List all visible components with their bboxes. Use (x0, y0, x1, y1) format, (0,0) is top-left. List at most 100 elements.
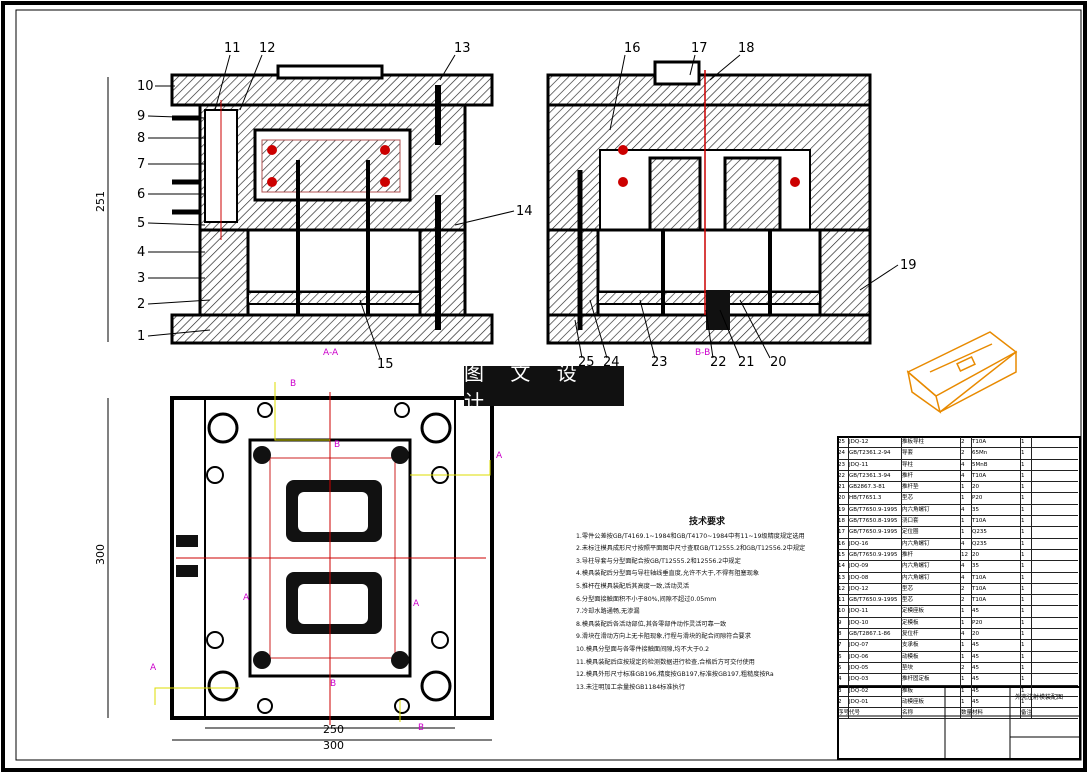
bom-cell: 23 (838, 459, 849, 470)
title-block-name: 外壳注射模装配图 (1015, 694, 1064, 701)
section-a-a-view (107, 64, 494, 345)
bom-cell: 动模板 (902, 651, 961, 662)
bom-cell: 1 (961, 685, 972, 696)
bom-cell: 21 (838, 482, 849, 493)
bom-cell: 22 (838, 470, 849, 482)
bom-cell: 1 (1021, 516, 1032, 527)
svg-text:5: 5 (137, 216, 145, 231)
bom-cell: 65Mn (972, 448, 1021, 459)
bom-cell: T10A (972, 516, 1021, 527)
bom-cell: 1 (961, 527, 972, 538)
bom-cell: 推杆 (902, 470, 961, 482)
bom-cell: JDQ-05 (849, 662, 902, 674)
svg-text:16: 16 (624, 41, 641, 56)
bom-cell: 1 (1021, 674, 1032, 685)
bom-cell: 1 (1021, 549, 1032, 561)
bom-cell: 3 (838, 685, 849, 696)
bom-cell: JDQ-10 (849, 617, 902, 629)
svg-text:23: 23 (651, 355, 668, 370)
plan-view (107, 382, 494, 741)
bom-cell: 45 (972, 606, 1021, 617)
bom-cell: 1 (1021, 595, 1032, 606)
bom-cell: GB/T7650.9-1995 (849, 527, 902, 538)
bom-cell: 1 (1021, 696, 1032, 708)
note-line: 3.导柱导套与分型面配合按GB/T12555.2和12556.2中规定 (576, 557, 741, 565)
svg-text:18: 18 (738, 41, 755, 56)
bom-cell: HB/T7651.3 (849, 493, 902, 504)
bom-cell: 45 (972, 662, 1021, 674)
bom-cell: GB2867.3-81 (849, 482, 902, 493)
bom-cell: 4 (961, 538, 972, 549)
bom-cell: 垫块 (902, 662, 961, 674)
bom-cell: 内六角螺钉 (902, 561, 961, 572)
bom-cell: 20 (972, 629, 1021, 640)
bom-cell: 12 (838, 583, 849, 595)
bom-cell: 25 (838, 437, 849, 448)
bom-cell: 1 (1021, 459, 1032, 470)
bom-header-cell: 序号 (838, 708, 849, 719)
bom-cell: GB/T2361.2-94 (849, 448, 902, 459)
bom-cell: 1 (1021, 617, 1032, 629)
bom-cell: 4 (961, 561, 972, 572)
bom-cell: 4 (961, 470, 972, 482)
bom-cell: 45 (972, 685, 1021, 696)
svg-text:11: 11 (224, 41, 241, 56)
bom-header-cell: 备注 (1021, 708, 1032, 719)
bom-cell: 2 (961, 583, 972, 595)
bom-cell: 2 (961, 437, 972, 448)
bom-cell: 复位杆 (902, 629, 961, 640)
svg-text:A: A (150, 663, 157, 673)
dim-height-300: 300 (94, 544, 107, 565)
bom-cell: 17 (838, 527, 849, 538)
bom-cell: 19 (838, 504, 849, 516)
bom-cell: 1 (961, 617, 972, 629)
bom-cell: 1 (961, 674, 972, 685)
bom-cell: JDQ-11 (849, 459, 902, 470)
bom-cell: 1 (1021, 470, 1032, 482)
bom-header-cell: 名称 (902, 708, 961, 719)
bom-cell: 2 (961, 595, 972, 606)
svg-text:22: 22 (710, 355, 727, 370)
bom-cell: 1 (1021, 606, 1032, 617)
bom-cell: 1 (1021, 482, 1032, 493)
bom-header-cell: 数量 (961, 708, 972, 719)
svg-text:14: 14 (516, 204, 533, 219)
bom-cell: 20 (972, 549, 1021, 561)
bom-cell: 5MnB (972, 459, 1021, 470)
bom-header: 序号代号名称数量材料备注 (838, 708, 1078, 720)
bom-cell: 4 (961, 459, 972, 470)
svg-text:2: 2 (137, 297, 145, 312)
bom-cell: 10 (838, 606, 849, 617)
bom-cell: 内六角螺钉 (902, 572, 961, 583)
bom-cell: JDQ-08 (849, 572, 902, 583)
svg-text:7: 7 (137, 157, 145, 172)
bom-cell: P20 (972, 493, 1021, 504)
svg-text:B: B (334, 440, 340, 450)
part-isometric-icon (906, 331, 1018, 414)
note-line: 1.零件公差按GB/T4169.1~1984和GB/T4170~1984中有11… (576, 532, 805, 540)
bom-cell: 4 (961, 504, 972, 516)
bom-cell: T10A (972, 437, 1021, 448)
bom-cell: JDQ-16 (849, 538, 902, 549)
bom-cell: 16 (838, 538, 849, 549)
bom-cell: JDQ-01 (849, 696, 902, 708)
bom-cell: 5 (838, 662, 849, 674)
bom-cell: JDQ-12 (849, 437, 902, 448)
bom-cell: 8 (838, 629, 849, 640)
bom-cell: GB/T7650.9-1995 (849, 549, 902, 561)
bom-cell: Q235 (972, 538, 1021, 549)
bom-cell: 2 (961, 662, 972, 674)
bom-cell: GB/T7650.8-1995 (849, 516, 902, 527)
bom-cell: T10A (972, 572, 1021, 583)
technical-requirements: 技术要求 1.零件公差按GB/T4169.1~1984和GB/T4170~198… (576, 516, 838, 694)
bom-cell: 14 (838, 561, 849, 572)
